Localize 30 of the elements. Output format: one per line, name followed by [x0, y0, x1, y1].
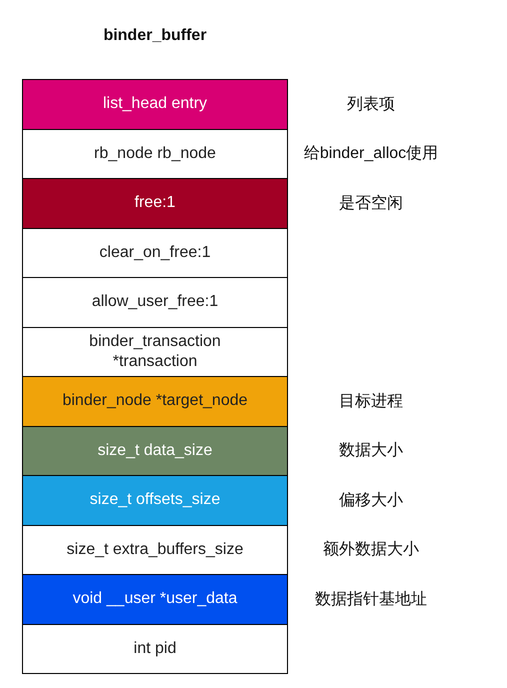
struct-field-row [22, 228, 288, 278]
field-name: clear_on_free:1 [99, 242, 211, 263]
field-name: list_head entry [102, 94, 208, 114]
struct-field-row [22, 574, 288, 624]
struct-field-row [22, 475, 288, 526]
field-name: size_t offsets_size [90, 490, 220, 510]
field-description: 目标进程 [338, 392, 404, 412]
struct-field-row [22, 79, 288, 130]
field-description: 偏移大小 [338, 490, 404, 511]
field-description: 数据指针基地址 [314, 590, 428, 610]
field-name: void __user *user_data [72, 589, 238, 610]
field-description: 数据大小 [338, 440, 404, 462]
field-name: allow_user_free:1 [92, 292, 218, 312]
field-name: size_t data_size [98, 440, 212, 461]
field-name: binder_node *target_node [62, 391, 248, 412]
diagram-title: binder_buffer [102, 27, 208, 45]
struct-field-row [22, 376, 288, 426]
field-name: free:1 [134, 193, 176, 214]
field-description: 列表项 [346, 94, 396, 115]
struct-field-row [22, 277, 288, 328]
field-description: 是否空闲 [338, 194, 404, 214]
field-name: rb_node rb_node [94, 144, 216, 164]
field-description: 额外数据大小 [322, 540, 420, 560]
struct-field-row [22, 624, 288, 674]
struct-field-row [22, 178, 288, 228]
field-description: 给binder_alloc使用 [302, 144, 440, 164]
field-name: int pid [134, 638, 176, 659]
field-name: binder_transaction *transaction [88, 332, 222, 372]
struct-field-row [22, 426, 288, 476]
field-name: size_t extra_buffers_size [66, 540, 244, 560]
